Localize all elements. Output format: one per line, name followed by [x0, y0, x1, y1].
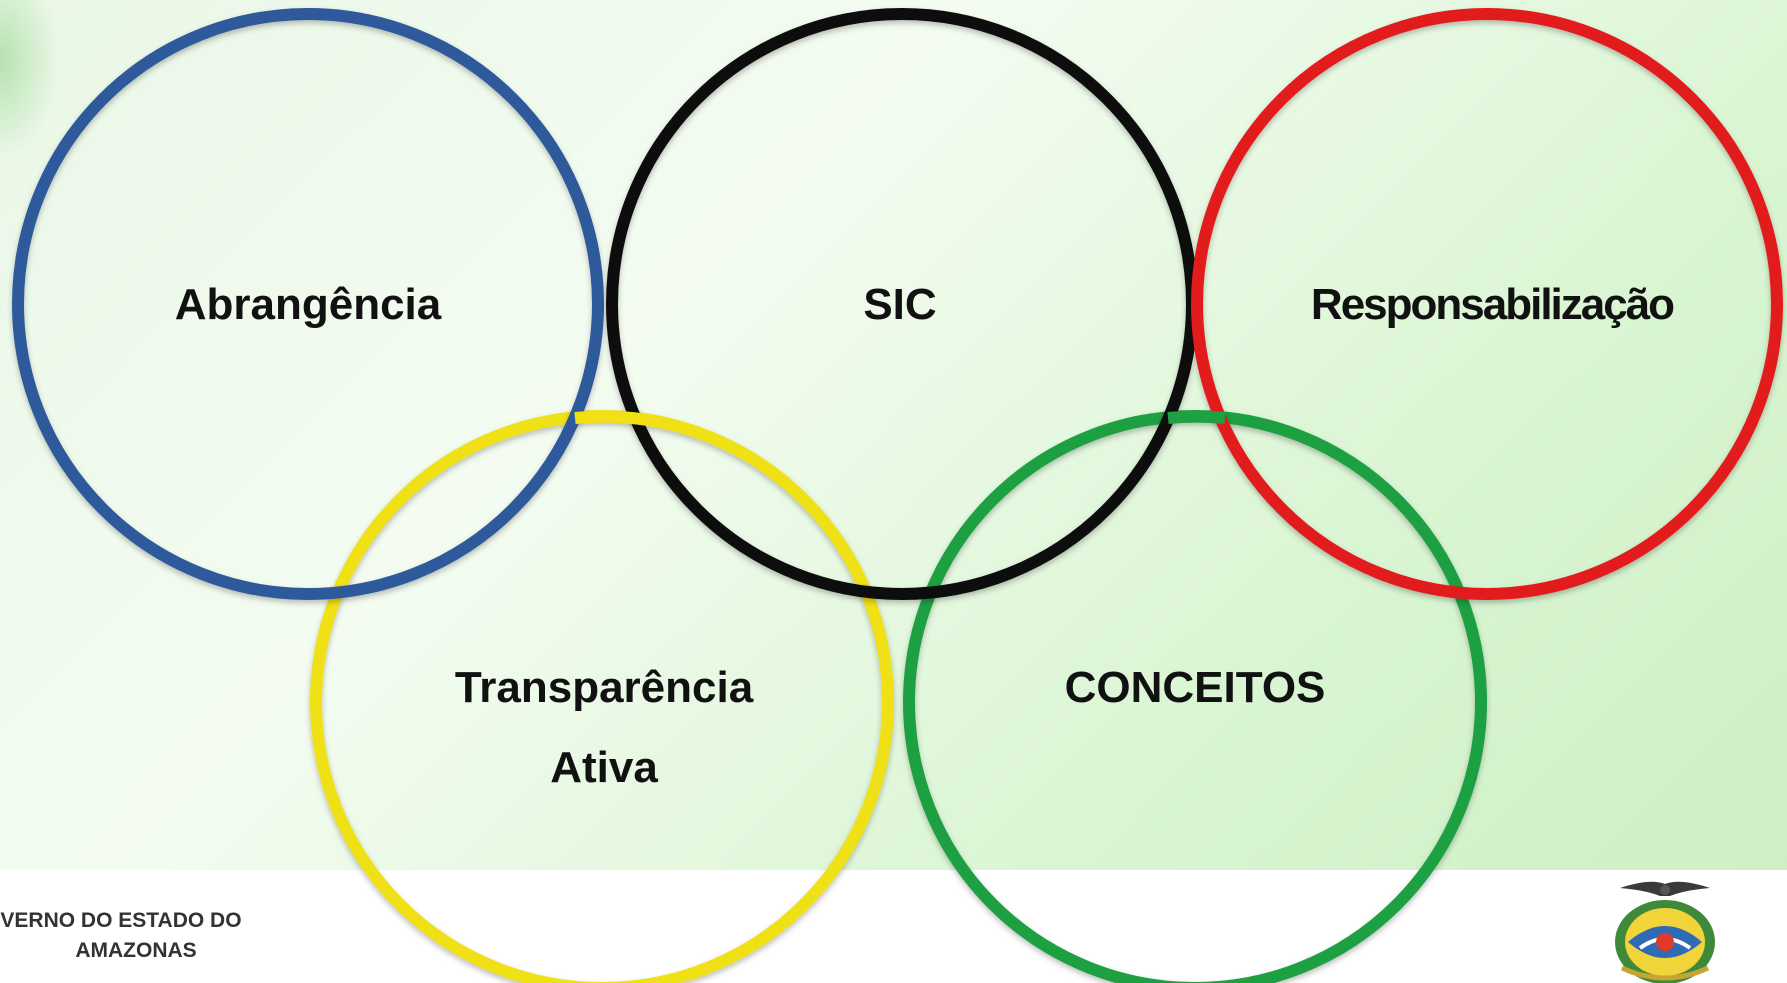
- background-glow: [0, 0, 60, 160]
- amazonas-coat-of-arms-icon: [1615, 881, 1715, 983]
- government-name-line-1: VERNO DO ESTADO DO: [0, 909, 242, 932]
- ring-blue: [12, 8, 604, 600]
- label-line-2: Ativa: [550, 743, 658, 792]
- ring-label-abrangencia: Abrangência: [174, 280, 442, 329]
- ring-label-transparencia-ativa: Transparência Ativa: [455, 648, 753, 808]
- government-name: VERNO DO ESTADO DO AMAZONAS: [0, 906, 272, 966]
- ring-green-overlap: [1167, 410, 1226, 424]
- footer-band: [0, 870, 1787, 983]
- ring-label-sic: SIC: [863, 280, 937, 329]
- ring-label-conceitos: CONCEITOS: [1064, 663, 1326, 712]
- government-name-line-2: AMAZONAS: [75, 939, 197, 962]
- ring-label-responsabilizacao: Responsabilização: [1310, 280, 1675, 329]
- label-line-1: Transparência: [454, 663, 754, 712]
- ring-red: [1191, 8, 1783, 600]
- ring-yellow-overlap: [574, 410, 670, 430]
